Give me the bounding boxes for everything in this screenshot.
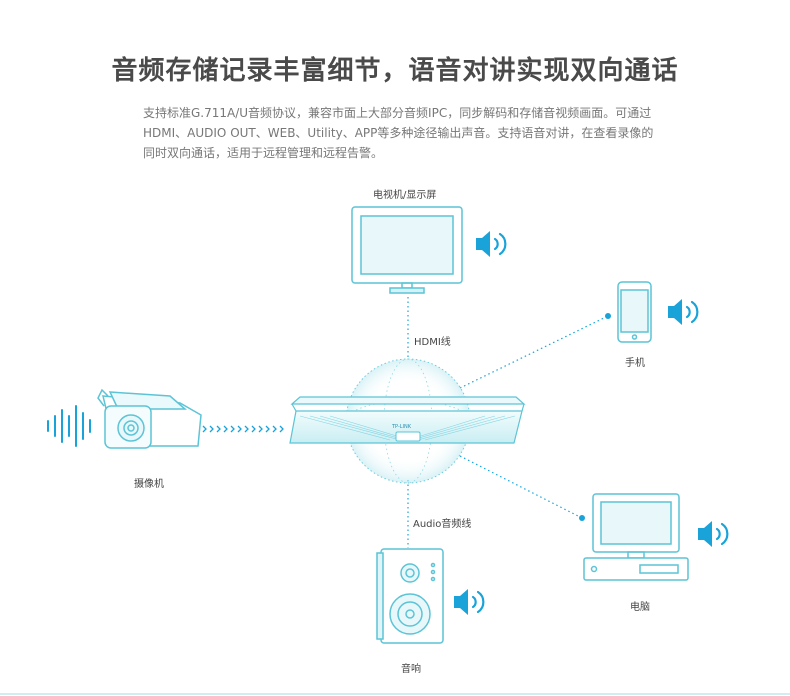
- speaker-sound-icon: [698, 521, 729, 547]
- speaker-sound-icon: [668, 299, 699, 325]
- speaker-sound-icon: [476, 231, 507, 257]
- speaker-box-icon: [376, 548, 444, 644]
- signal-chevrons: [202, 425, 284, 433]
- hdmi-cable-label: HDMI线: [414, 337, 451, 348]
- nvr-brand-label: TP-LINK: [391, 424, 412, 430]
- page-description: 支持标准G.711A/U音频协议，兼容市面上大部分音频IPC，同步解码和存储音视…: [143, 106, 654, 160]
- sound-wave-icon: [47, 405, 91, 447]
- audio-cable-label: Audio音频线: [413, 519, 472, 530]
- speaker-sound-icon: [454, 589, 485, 615]
- computer-label: 电脑: [630, 602, 650, 613]
- phone-line: [459, 315, 609, 389]
- phone-label: 手机: [625, 358, 645, 369]
- nvr-recorder-icon: [289, 396, 526, 444]
- tv-monitor-icon: [351, 206, 463, 294]
- phone-icon: [617, 281, 652, 343]
- computer-icon: [583, 493, 689, 581]
- computer-line: [459, 455, 583, 519]
- speaker-label: 音响: [401, 664, 421, 675]
- connection-lines: [407, 297, 609, 548]
- tv-label: 电视机/显示屏: [373, 190, 437, 201]
- page-title: 音频存储记录丰富细节，语音对讲实现双向通话: [111, 56, 679, 86]
- camera-icon: [97, 388, 202, 449]
- camera-label: 摄像机: [134, 479, 164, 490]
